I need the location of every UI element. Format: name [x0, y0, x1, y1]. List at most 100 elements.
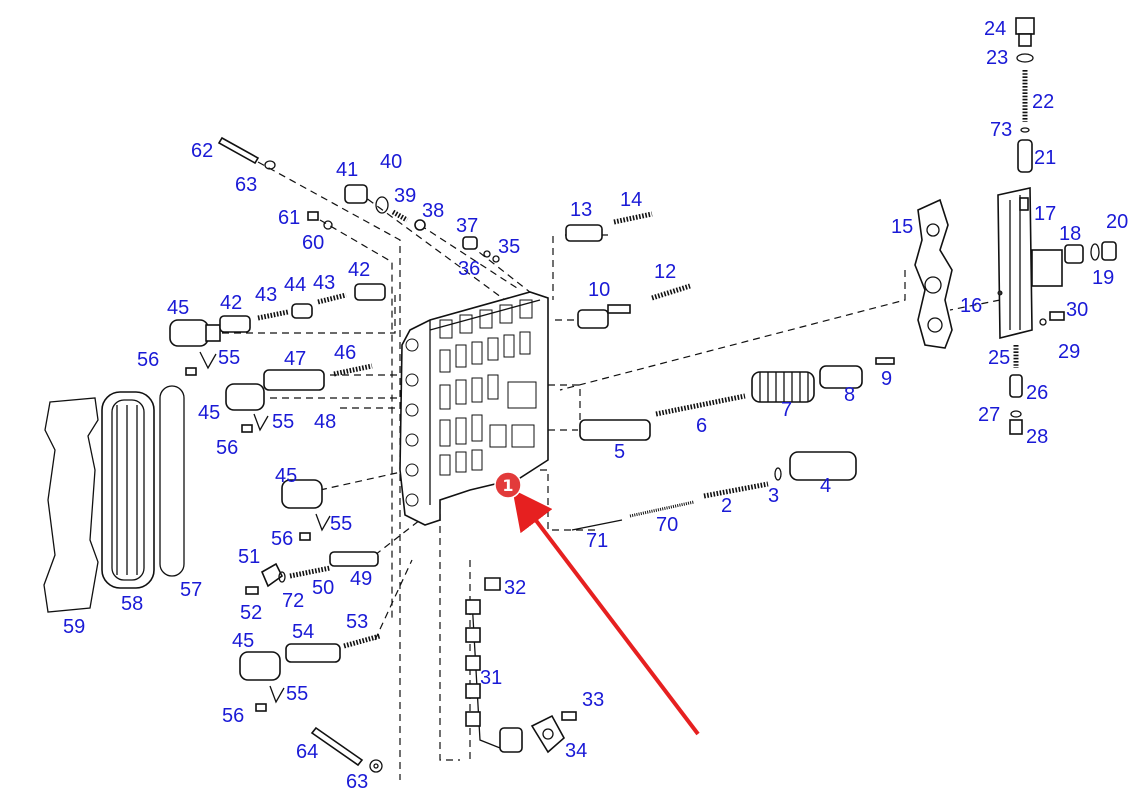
- part-labels: 2 3 4 5 6 7 8 9 10 12 13 14 15 16 17 18 …: [63, 18, 1128, 793]
- part-label-64: 64: [296, 741, 318, 763]
- part-label-45-c: 45: [275, 465, 297, 487]
- part-label-34: 34: [565, 740, 587, 762]
- plug-37: [462, 236, 478, 250]
- part-label-54: 54: [292, 621, 314, 643]
- part-label-56-d: 56: [222, 705, 244, 727]
- spring-2: [703, 481, 769, 499]
- spring-6: [655, 393, 746, 417]
- bolt-62: [217, 136, 260, 165]
- spring-50: [289, 565, 331, 579]
- part-label-37: 37: [456, 215, 478, 237]
- part-label-61: 61: [278, 207, 300, 229]
- callout-marker[interactable]: 1: [494, 471, 522, 499]
- ring-60: [323, 220, 333, 230]
- spring-7: [751, 371, 815, 403]
- callout-marker-label: 1: [502, 476, 513, 495]
- part-label-36: 36: [458, 258, 480, 280]
- spring-14: [613, 211, 653, 225]
- part-label-71: 71: [586, 530, 608, 552]
- washer-63-top: [264, 160, 276, 170]
- part-label-42-a: 42: [220, 292, 242, 314]
- part-label-62: 62: [191, 140, 213, 162]
- part-label-26: 26: [1026, 382, 1048, 404]
- part-label-4: 4: [820, 475, 831, 497]
- part-label-58: 58: [121, 593, 143, 615]
- screw-56-a: [185, 367, 197, 376]
- part-label-13: 13: [570, 199, 592, 221]
- part-label-38: 38: [422, 200, 444, 222]
- clip-55-d: [269, 685, 285, 704]
- part-label-48: 48: [314, 411, 336, 433]
- part-label-9: 9: [881, 368, 892, 390]
- part-label-56-a: 56: [137, 349, 159, 371]
- part-label-33: 33: [582, 689, 604, 711]
- valve-54: [285, 643, 341, 663]
- part-label-45-b: 45: [198, 402, 220, 424]
- piston-21: [1017, 139, 1033, 173]
- spring-43-b: [317, 292, 347, 305]
- plug-28: [1009, 419, 1023, 435]
- pin-9: [875, 357, 895, 365]
- gasket-plate-15: [914, 198, 953, 349]
- ring-72: [278, 571, 286, 583]
- spring-12: [651, 283, 691, 301]
- part-label-53: 53: [346, 611, 368, 633]
- ring-3: [774, 467, 782, 481]
- part-label-45-a: 45: [167, 297, 189, 319]
- part-label-14: 14: [620, 189, 642, 211]
- part-label-28: 28: [1026, 426, 1048, 448]
- plug-42-b: [354, 283, 386, 301]
- part-label-32: 32: [504, 577, 526, 599]
- spring-39: [391, 209, 409, 223]
- ring-27: [1010, 410, 1022, 418]
- part-label-31: 31: [480, 667, 502, 689]
- piston-8: [819, 365, 863, 389]
- solenoid-45-d: [239, 651, 281, 681]
- seal-57: [159, 385, 185, 577]
- part-label-42-b: 42: [348, 259, 370, 281]
- part-label-6: 6: [696, 415, 707, 437]
- plug-42-a: [219, 315, 251, 333]
- part-label-24: 24: [984, 18, 1006, 40]
- part-label-55-a: 55: [218, 347, 240, 369]
- part-label-23: 23: [986, 47, 1008, 69]
- pin-16: [997, 290, 1003, 296]
- cap-20: [1101, 241, 1117, 261]
- washer-29: [1039, 318, 1047, 326]
- piston-26: [1009, 374, 1023, 398]
- part-label-70: 70: [656, 514, 678, 536]
- part-label-30: 30: [1066, 299, 1088, 321]
- plug-24: [1015, 17, 1035, 47]
- part-label-40: 40: [380, 151, 402, 173]
- harness-31: [465, 599, 523, 753]
- part-label-7: 7: [781, 399, 792, 421]
- o-ring-23: [1016, 53, 1034, 63]
- part-label-73: 73: [990, 119, 1012, 141]
- washer-63-bottom: [369, 759, 383, 773]
- part-label-63-top: 63: [235, 174, 257, 196]
- clip-55-b: [253, 413, 269, 432]
- part-label-72: 72: [282, 590, 304, 612]
- spool-44: [291, 303, 313, 319]
- part-label-60: 60: [302, 232, 324, 254]
- part-label-25: 25: [988, 347, 1010, 369]
- valve-49: [329, 551, 379, 567]
- clip-55-c: [315, 513, 331, 532]
- part-label-43-b: 43: [313, 272, 335, 294]
- ball-38: [414, 219, 426, 231]
- part-label-55-c: 55: [330, 513, 352, 535]
- part-label-3: 3: [768, 485, 779, 507]
- part-label-41: 41: [336, 159, 358, 181]
- part-label-55-d: 55: [286, 683, 308, 705]
- screw-33: [561, 711, 577, 721]
- part-label-2: 2: [721, 495, 732, 517]
- part-label-45-d: 45: [232, 630, 254, 652]
- screw-56-b: [241, 424, 253, 433]
- part-label-55-b: 55: [272, 411, 294, 433]
- part-label-39: 39: [394, 185, 416, 207]
- o-ring-19: [1090, 243, 1100, 261]
- part-label-19: 19: [1092, 267, 1114, 289]
- part-label-8: 8: [844, 384, 855, 406]
- ring-61: [307, 211, 319, 221]
